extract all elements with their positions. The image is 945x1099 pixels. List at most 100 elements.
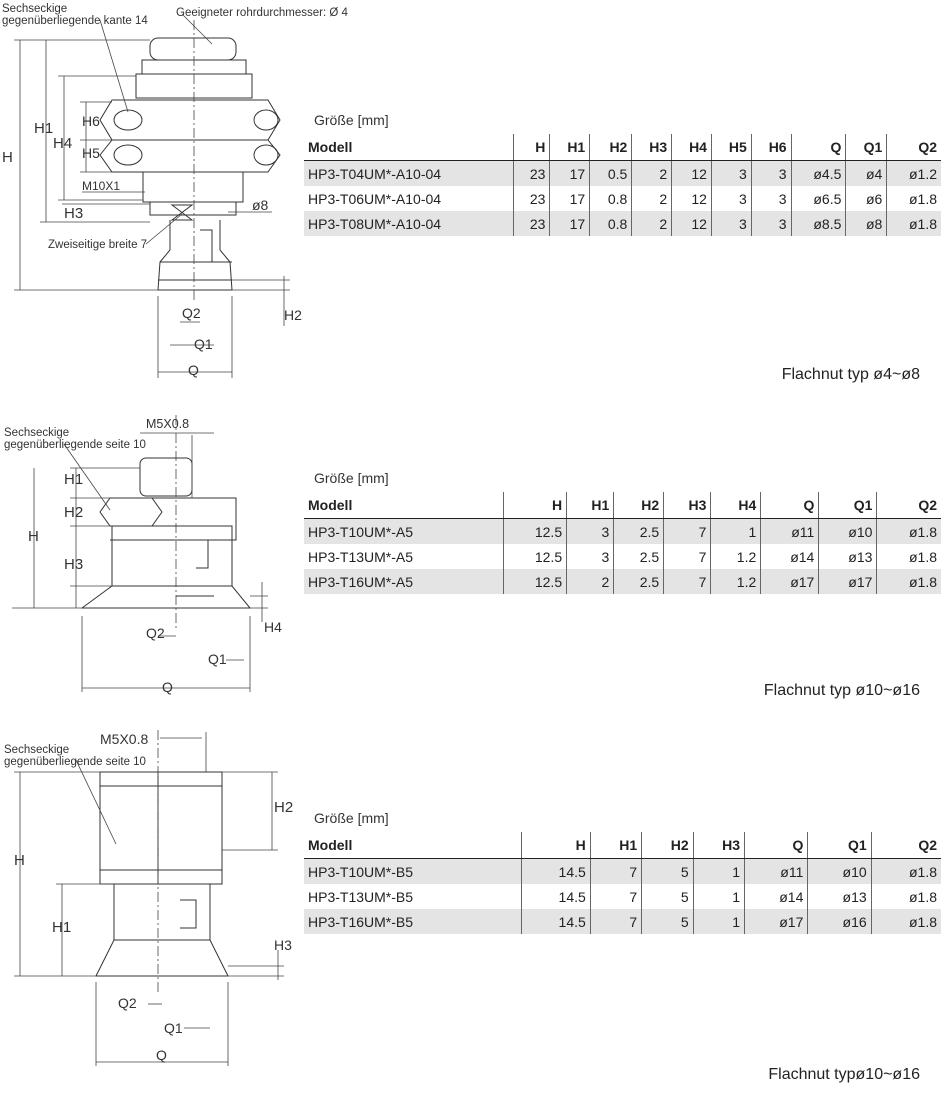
value-cell: ø14	[760, 544, 819, 569]
value-cell: ø1.8	[886, 186, 941, 211]
value-cell: 7	[663, 544, 711, 569]
model-cell: HP3-T10UM*-B5	[304, 858, 521, 884]
model-cell: HP3-T04UM*-A10-04	[304, 160, 514, 186]
caption: Flachnut typø10~ø16	[768, 1066, 920, 1083]
value-cell: ø14	[744, 884, 808, 909]
column-header-h3: H3	[631, 134, 672, 161]
callout-hex-line2: gegenüberliegende seite 10	[4, 756, 146, 768]
value-cell: ø6	[845, 186, 887, 211]
value-cell: 1.2	[710, 569, 761, 594]
value-cell: 3	[750, 186, 792, 211]
column-header-h1: H1	[566, 492, 614, 519]
value-cell: 2.5	[613, 569, 664, 594]
callout-thread: M5X0.8	[146, 417, 189, 431]
dim-q1: Q1	[208, 651, 227, 667]
dim-h4: H4	[53, 135, 72, 152]
value-cell: 3	[710, 186, 752, 211]
value-cell: 2	[631, 186, 672, 211]
dim-q2: Q2	[182, 305, 201, 321]
value-cell: 12	[671, 186, 712, 211]
caption: Flachnut typ ø4~ø8	[781, 366, 920, 383]
column-header-h5: H5	[710, 134, 752, 161]
callout-hex-line1: Sechseckige	[4, 427, 69, 439]
value-cell: 1.2	[710, 544, 761, 569]
value-cell: ø17	[744, 909, 808, 934]
column-header-h3: H3	[663, 492, 711, 519]
value-cell: 1	[692, 909, 745, 934]
value-cell: 2	[566, 569, 614, 594]
dim-q2: Q2	[118, 995, 137, 1011]
dim-h1: H1	[34, 120, 53, 137]
callout-hex-line2: gegenüberliegende seite 10	[4, 439, 146, 451]
value-cell: ø8.5	[790, 211, 846, 236]
model-cell: HP3-T16UM*-B5	[304, 909, 521, 934]
column-header-modell: Modell	[304, 492, 504, 519]
dim-h2: H2	[284, 307, 302, 323]
value-cell: ø16	[807, 909, 872, 934]
value-cell: 7	[663, 518, 711, 544]
column-header-q: Q	[790, 134, 846, 161]
column-header-h1: H1	[549, 134, 590, 161]
section-a10: Sechseckige gegenüberliegende kante 14 G…	[0, 0, 945, 400]
value-cell: ø1.8	[876, 544, 941, 569]
value-cell: 5	[641, 909, 694, 934]
column-header-modell: Modell	[304, 134, 514, 161]
value-cell: 3	[710, 211, 752, 236]
value-cell: 12	[671, 160, 712, 186]
value-cell: 3	[750, 160, 792, 186]
dim-q: Q	[188, 362, 199, 378]
value-cell: ø1.8	[870, 858, 941, 884]
dim-m10x1: M10X1	[82, 179, 120, 193]
value-cell: ø17	[818, 569, 877, 594]
value-cell: ø13	[818, 544, 877, 569]
value-cell: ø1.8	[886, 211, 941, 236]
column-header-q: Q	[760, 492, 819, 519]
callout-width: Zweiseitige breite 7	[48, 239, 147, 251]
value-cell: 17	[549, 211, 590, 236]
value-cell: 17	[549, 186, 590, 211]
value-cell: 7	[589, 884, 642, 909]
value-cell: 14.5	[520, 884, 591, 909]
dim-h: H	[2, 149, 13, 166]
model-cell: HP3-T06UM*-A10-04	[308, 190, 442, 207]
size-label: Größe [mm]	[314, 810, 389, 826]
value-cell: 3	[710, 160, 752, 186]
value-cell: 12	[671, 211, 712, 236]
caption: Flachnut typ ø10~ø16	[763, 682, 920, 699]
value-cell: 0.8	[589, 211, 632, 236]
value-cell: 1	[692, 858, 745, 884]
size-label: Größe [mm]	[314, 470, 389, 486]
callout-tube-diameter: Geeigneter rohrdurchmesser: Ø 4	[176, 7, 349, 19]
value-cell: ø1.2	[886, 160, 941, 186]
value-cell: 12.5	[502, 544, 567, 569]
value-cell: ø1.8	[876, 569, 941, 594]
dim-h3: H3	[274, 937, 292, 953]
dim-q1: Q1	[164, 1020, 183, 1036]
value-cell: ø1.8	[870, 884, 941, 909]
value-cell: 7	[589, 909, 642, 934]
dim-h6: H6	[82, 113, 100, 129]
value-cell: 17	[549, 160, 590, 186]
technical-drawing-a10: Sechseckige gegenüberliegende kante 14 G…	[0, 0, 349, 395]
column-header-q1: Q1	[807, 832, 872, 859]
value-cell: 2	[631, 160, 672, 186]
column-header-modell: Modell	[304, 832, 521, 859]
column-header-h4: H4	[671, 134, 712, 161]
column-header-q: Q	[744, 832, 808, 859]
column-header-h3: H3	[692, 832, 745, 859]
column-header-h6: H6	[750, 134, 792, 161]
dim-q: Q	[156, 1047, 167, 1063]
column-header-h: H	[520, 832, 591, 859]
value-cell: 23	[513, 211, 550, 236]
value-cell: 5	[641, 884, 694, 909]
value-cell: 2	[631, 211, 672, 236]
column-header-q1: Q1	[845, 134, 887, 161]
